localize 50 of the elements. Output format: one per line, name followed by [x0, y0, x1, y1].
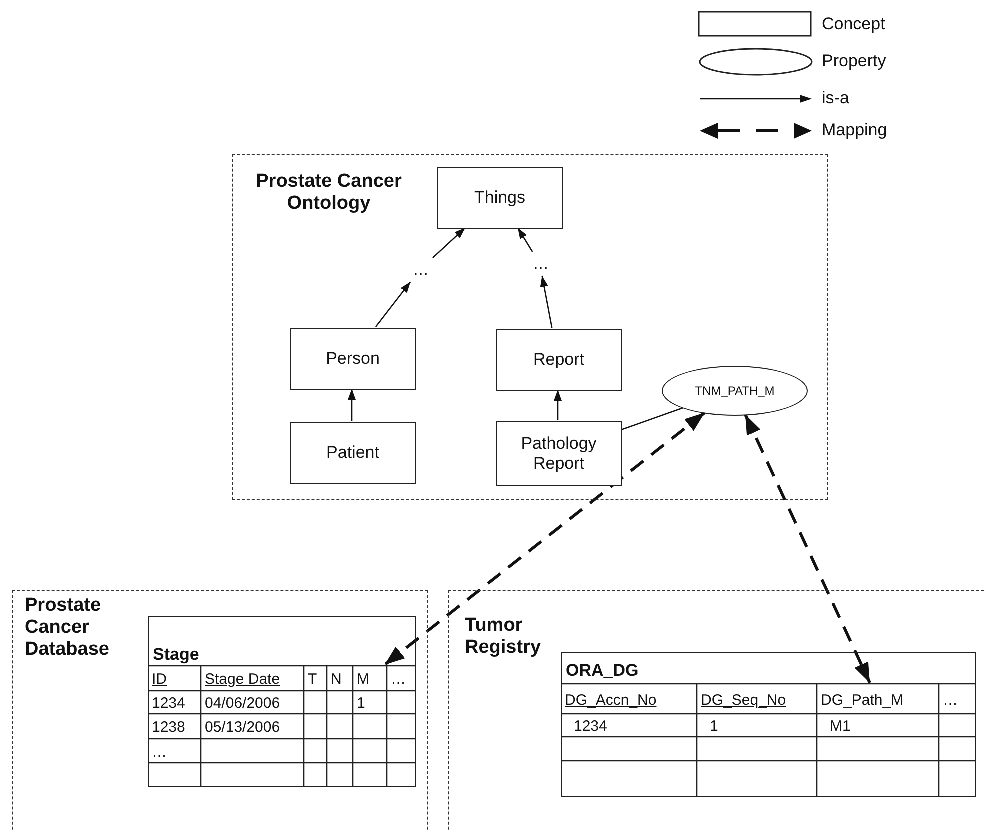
- group-frame: [232, 154, 828, 500]
- mapping-arrow: [384, 412, 706, 666]
- arrow: [554, 390, 562, 420]
- group-title: Tumor Registry: [465, 615, 542, 659]
- concept-box: Person: [290, 328, 416, 390]
- column-name: DG_Accn_No: [564, 690, 658, 710]
- arrow: [348, 389, 356, 421]
- cell-value: 1: [709, 717, 720, 737]
- cell-value: 04/06/2006: [204, 694, 282, 714]
- connector-line: [620, 407, 684, 431]
- column-name: DG_Seq_No: [700, 690, 788, 710]
- mapping-arrow: [744, 414, 872, 684]
- column-name: T: [307, 670, 318, 690]
- concept-box: Patient: [290, 422, 416, 484]
- cell-value: …: [151, 742, 168, 762]
- column-name: DG_Path_M: [818, 685, 940, 715]
- column-name: ID: [151, 670, 168, 690]
- cell-value: M1: [829, 717, 852, 737]
- cell-value: 05/13/2006: [204, 718, 282, 738]
- group-frame: [12, 590, 428, 832]
- ellipsis-text: …: [401, 259, 441, 283]
- group-frame: [448, 590, 986, 832]
- arrow: [517, 228, 534, 252]
- cell-value: 1234: [151, 694, 186, 714]
- arrow: [375, 282, 412, 328]
- cell-value: 1238: [151, 718, 186, 738]
- group-title: Prostate Cancer Ontology: [255, 171, 403, 215]
- legend-item: Concept: [698, 10, 886, 40]
- column-name: …: [390, 670, 407, 690]
- group-title: Prostate Cancer Database: [25, 595, 110, 661]
- table-title: Stage: [153, 645, 200, 665]
- column-name: …: [942, 690, 959, 710]
- cell-value: 1: [356, 694, 366, 714]
- property-ellipse: TNM_PATH_M: [662, 366, 808, 416]
- column-name: N: [330, 670, 343, 690]
- column-name: Stage Date: [204, 670, 282, 690]
- legend-item: Property: [698, 47, 886, 77]
- table-title: ORA_DG: [566, 661, 639, 681]
- legend-item: is-a: [698, 84, 850, 114]
- arrow: [432, 228, 466, 258]
- arrow: [540, 276, 553, 328]
- concept-box: Report: [496, 329, 622, 391]
- legend-item: Mapping: [698, 116, 888, 146]
- column-name: M: [354, 667, 388, 692]
- table-frame: [148, 616, 416, 787]
- concept-box: Things: [437, 167, 563, 229]
- ellipsis-text: …: [521, 253, 561, 277]
- concept-box: Pathology Report: [496, 421, 622, 486]
- cell-value: 1234: [573, 717, 608, 737]
- table-frame: [561, 652, 976, 797]
